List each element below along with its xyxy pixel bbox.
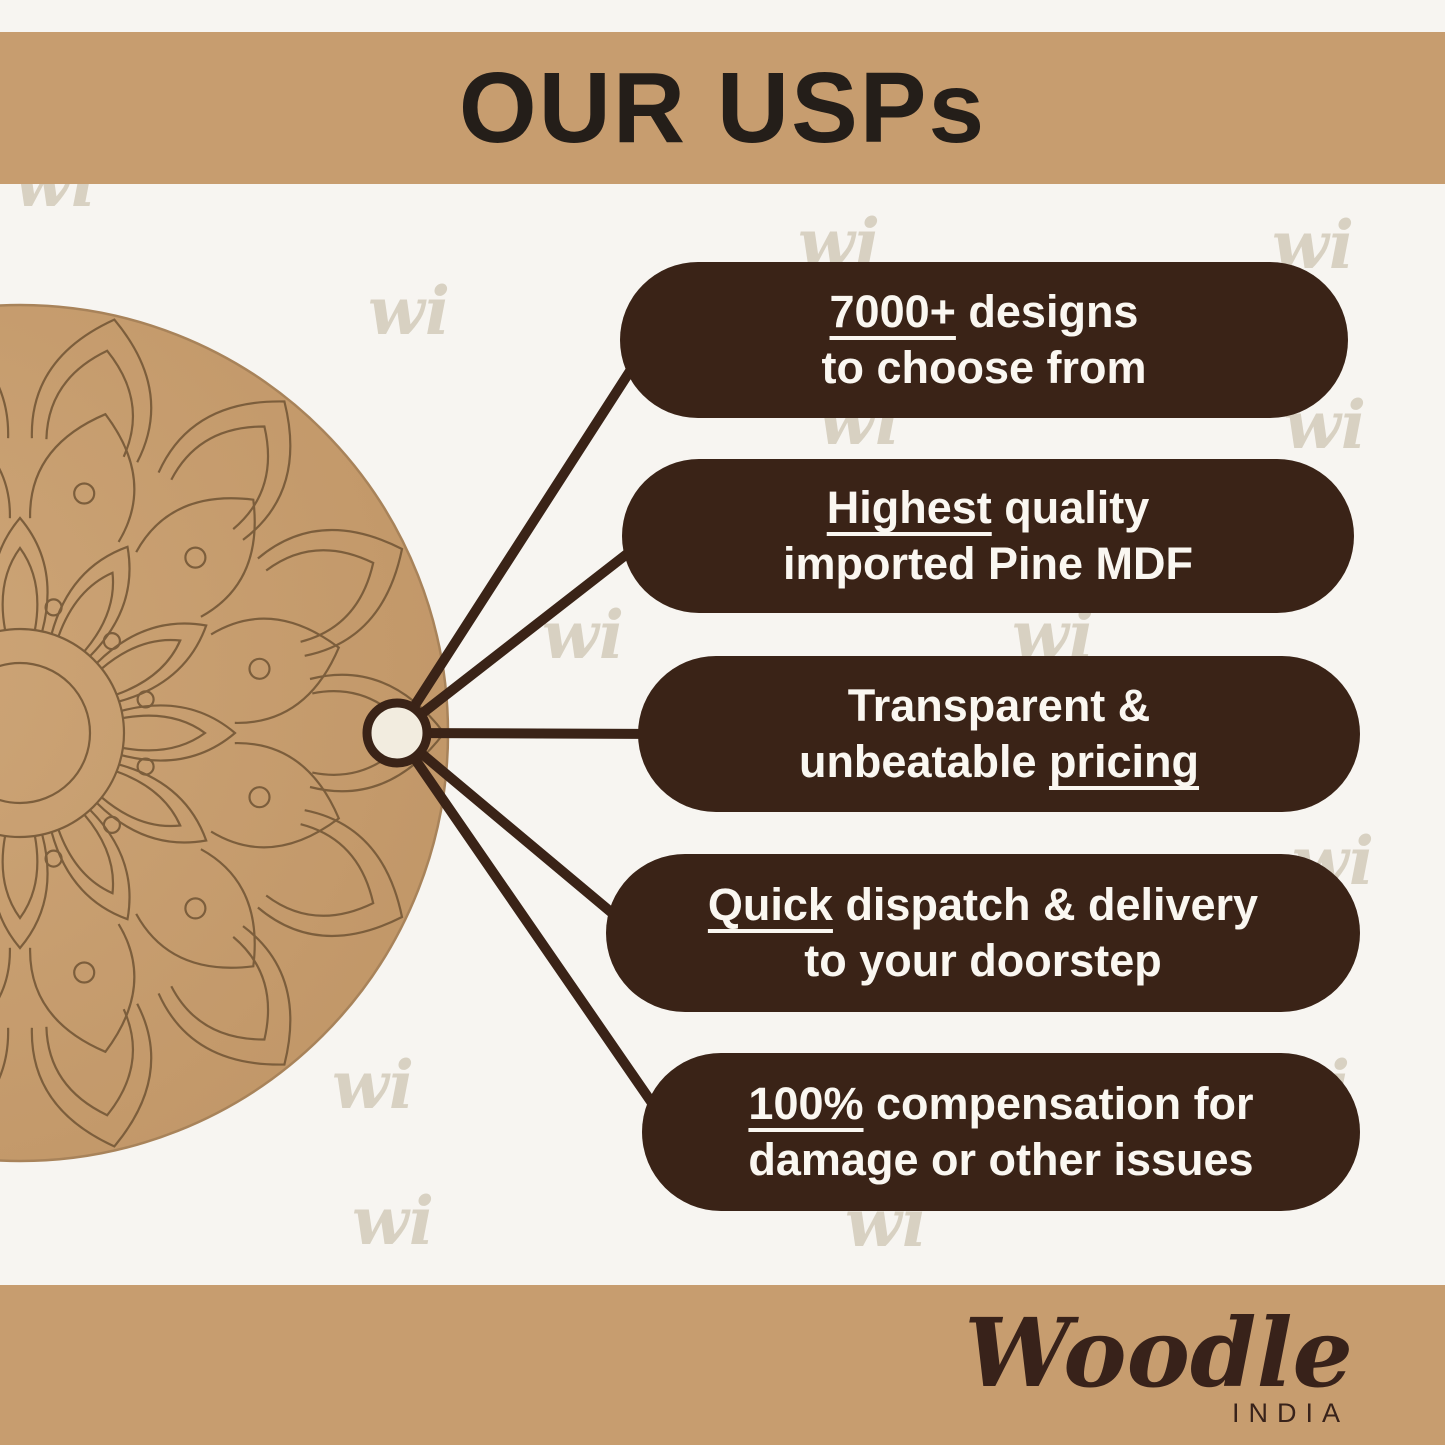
usp-text-line: Highest quality [826,482,1150,534]
connector-lines [392,335,677,1137]
usp-text-line: unbeatable pricing [798,736,1200,787]
watermark-logo: wi [332,1046,414,1124]
brand-logo: Woodle [964,1298,1353,1409]
connector-line [392,335,655,738]
usp-text-line: damage or other issues [748,1134,1254,1185]
usp-text-line: Quick dispatch & delivery [707,879,1259,931]
header-band: OUR USPs [0,32,1445,184]
footer-band [0,1285,1445,1445]
usp-text-line: to choose from [821,342,1147,393]
hub-node [362,698,432,768]
usp-text-line: to your doorstep [804,935,1162,986]
connector-line [392,728,677,1137]
connector-line [392,531,655,738]
usp-text-line: imported Pine MDF [782,538,1193,589]
page-title: OUR USPs [458,51,987,164]
usp-pill: Transparent &unbeatable pricing [638,656,1360,812]
brand-country-label: INDIA [1231,1398,1349,1428]
usp-text-line: 100% compensation for [748,1078,1254,1130]
watermark-logo: wi [368,272,450,350]
connector-line [392,728,673,739]
mandala-line-art [0,318,446,1148]
watermark-logo: wi [352,1182,434,1260]
connector-line [392,728,641,938]
usp-text-line: Transparent & [847,680,1151,732]
usp-text-line: 7000+ designs [829,286,1139,338]
